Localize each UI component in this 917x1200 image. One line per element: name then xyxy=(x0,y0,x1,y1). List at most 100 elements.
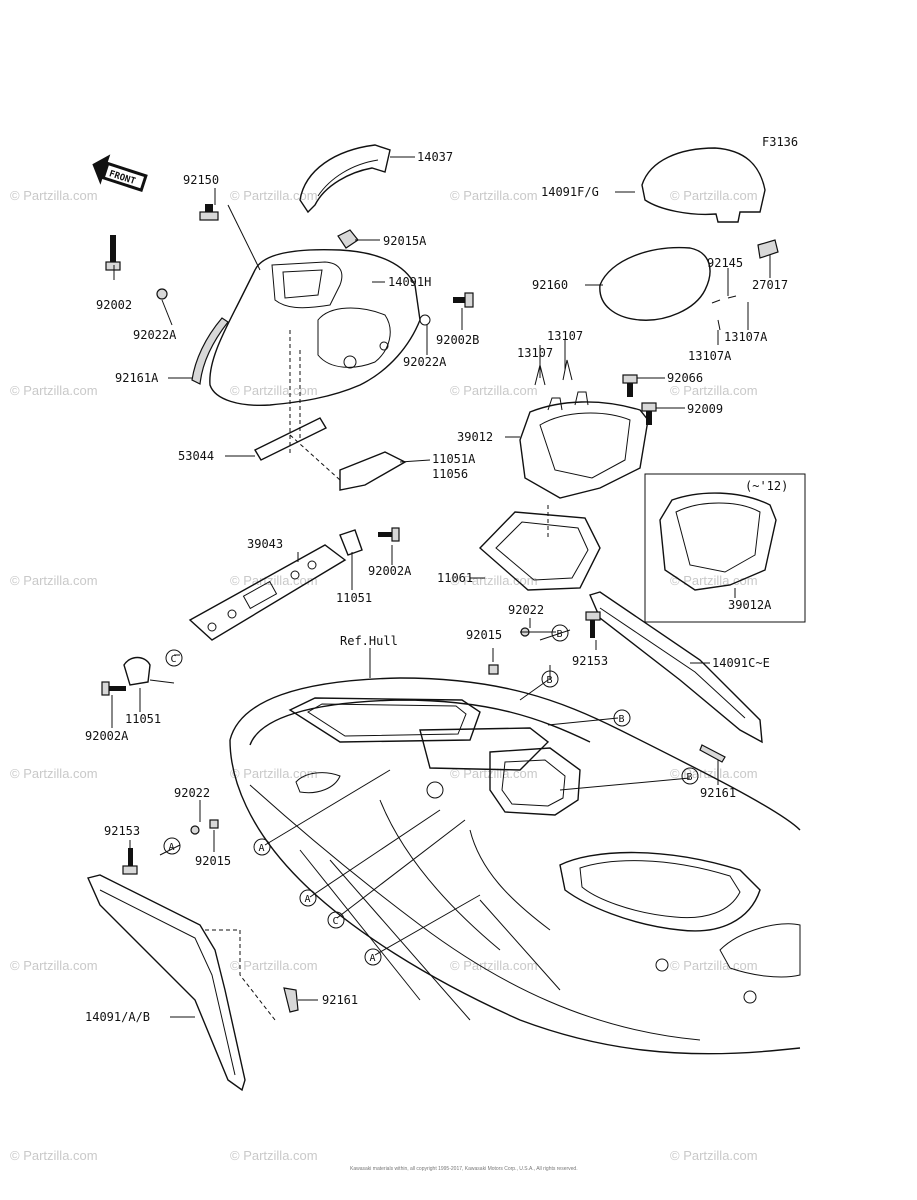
pad-92161A xyxy=(191,317,229,385)
callout-a-label: A xyxy=(259,843,265,854)
callout-a-label: A xyxy=(305,894,311,905)
label-92150: 92150 xyxy=(183,173,219,187)
label-92161A: 92161A xyxy=(115,371,159,385)
screw-92066 xyxy=(622,374,638,397)
callout-c: C xyxy=(165,649,183,667)
clip-92015A xyxy=(337,229,359,249)
clips-92145 xyxy=(711,295,737,304)
watermark: © Partzilla.com xyxy=(230,188,318,203)
label-53044: 53044 xyxy=(178,449,214,463)
washer-92022A xyxy=(419,314,431,326)
callout-a: A xyxy=(299,889,317,907)
tube-53044 xyxy=(254,417,327,461)
watermark: © Partzilla.com xyxy=(670,958,758,973)
label-13107-b: 13107 xyxy=(517,346,553,360)
label-11051-upper: 11051 xyxy=(336,591,372,605)
label-92153-middle: 92153 xyxy=(572,654,608,668)
callout-b-label: B xyxy=(687,772,693,783)
handle-pole-cover-group xyxy=(105,144,474,491)
hull-storage-opening xyxy=(489,747,581,816)
watermark: © Partzilla.com xyxy=(450,383,538,398)
label-39043: 39043 xyxy=(247,537,283,551)
label-92015-lower: 92015 xyxy=(195,854,231,868)
label-13107-a: 13107 xyxy=(547,329,583,343)
label-27017: 27017 xyxy=(752,278,788,292)
bolt-92002A-upper xyxy=(378,527,400,542)
callout-b: B xyxy=(541,670,559,688)
label-92002: 92002 xyxy=(96,298,132,312)
label-92015-middle: 92015 xyxy=(466,628,502,642)
inset-frame xyxy=(644,473,806,623)
screw-92150 xyxy=(199,204,219,221)
callout-b-label: B xyxy=(557,629,563,640)
label-11061: 11061 xyxy=(437,571,473,585)
watermark: © Partzilla.com xyxy=(10,188,98,203)
callout-c: C xyxy=(327,911,345,929)
callout-b-label: B xyxy=(547,675,553,686)
inset-label: (~'12) xyxy=(745,479,788,493)
front-arrow-icon: FRONT xyxy=(92,154,148,193)
pad-92160 xyxy=(599,246,711,321)
plate-39043 xyxy=(188,544,347,641)
label-11051-lower: 11051 xyxy=(125,712,161,726)
label-92009: 92009 xyxy=(687,402,723,416)
label-92022-middle: 92022 xyxy=(508,603,544,617)
bolt-92002B xyxy=(453,292,474,308)
watermark: © Partzilla.com xyxy=(10,383,98,398)
callout-b: B xyxy=(551,624,569,642)
leader-lines xyxy=(111,156,771,1018)
bolt-92153-lower xyxy=(122,848,138,875)
callout-b-label: B xyxy=(619,714,625,725)
pins-13107A xyxy=(717,302,749,331)
watermark: © Partzilla.com xyxy=(230,573,318,588)
lid-14091FG xyxy=(641,147,766,223)
watermark: © Partzilla.com xyxy=(670,188,758,203)
label-27017 xyxy=(757,239,779,259)
callout-c-label: C xyxy=(333,916,339,927)
nut-92015-middle xyxy=(488,664,499,675)
label-14037: 14037 xyxy=(417,150,453,164)
side-cover-14091AB xyxy=(87,874,246,1092)
bracket-11051A xyxy=(339,451,407,491)
watermark: © Partzilla.com xyxy=(230,383,318,398)
box-39012 xyxy=(519,401,649,499)
watermark: © Partzilla.com xyxy=(670,766,758,781)
watermark: © Partzilla.com xyxy=(670,573,758,588)
label-92022-lower: 92022 xyxy=(174,786,210,800)
callout-a: A xyxy=(163,837,181,855)
label-92015A: 92015A xyxy=(383,234,427,248)
label-11051A: 11051A xyxy=(432,452,476,466)
callout-c-label: C xyxy=(171,654,177,665)
gasket-11061 xyxy=(478,511,601,591)
watermarks: © Partzilla.com © Partzilla.com © Partzi… xyxy=(10,188,758,1163)
bolt-92153-middle xyxy=(585,611,601,638)
hull-opening-front xyxy=(288,697,481,743)
cover-14091H xyxy=(209,248,421,407)
watermark: © Partzilla.com xyxy=(670,1148,758,1163)
callouts: B C B B B A A A C A xyxy=(163,624,699,966)
label-13107A-a: 13107A xyxy=(724,330,768,344)
watermark: © Partzilla.com xyxy=(10,766,98,781)
pad-92161-right xyxy=(699,744,726,763)
storage-box-group: (~'12) xyxy=(478,147,806,623)
label-92022A-left: 92022A xyxy=(133,328,177,342)
label-92022A-right: 92022A xyxy=(403,355,447,369)
label-92002A-lower: 92002A xyxy=(85,729,129,743)
callout-b: B xyxy=(613,709,631,727)
callout-a-label: A xyxy=(169,842,175,853)
watermark: © Partzilla.com xyxy=(230,766,318,781)
label-13107A-b: 13107A xyxy=(688,349,732,363)
callout-b: B xyxy=(681,767,699,785)
bolt-92002A-lower xyxy=(101,681,126,696)
callout-a-label: A xyxy=(370,953,376,964)
label-39012A: 39012A xyxy=(728,598,772,612)
watermark: © Partzilla.com xyxy=(450,188,538,203)
bracket-11051-lower xyxy=(123,656,151,686)
figure-code: F3136 xyxy=(762,135,798,149)
watermark: © Partzilla.com xyxy=(10,1148,98,1163)
pad-92161-left xyxy=(283,987,299,1013)
nut-92015-lower xyxy=(209,819,219,829)
footer-copyright: Kawasaki materials within, all copyright… xyxy=(350,1166,578,1172)
grip-14037 xyxy=(299,144,391,214)
